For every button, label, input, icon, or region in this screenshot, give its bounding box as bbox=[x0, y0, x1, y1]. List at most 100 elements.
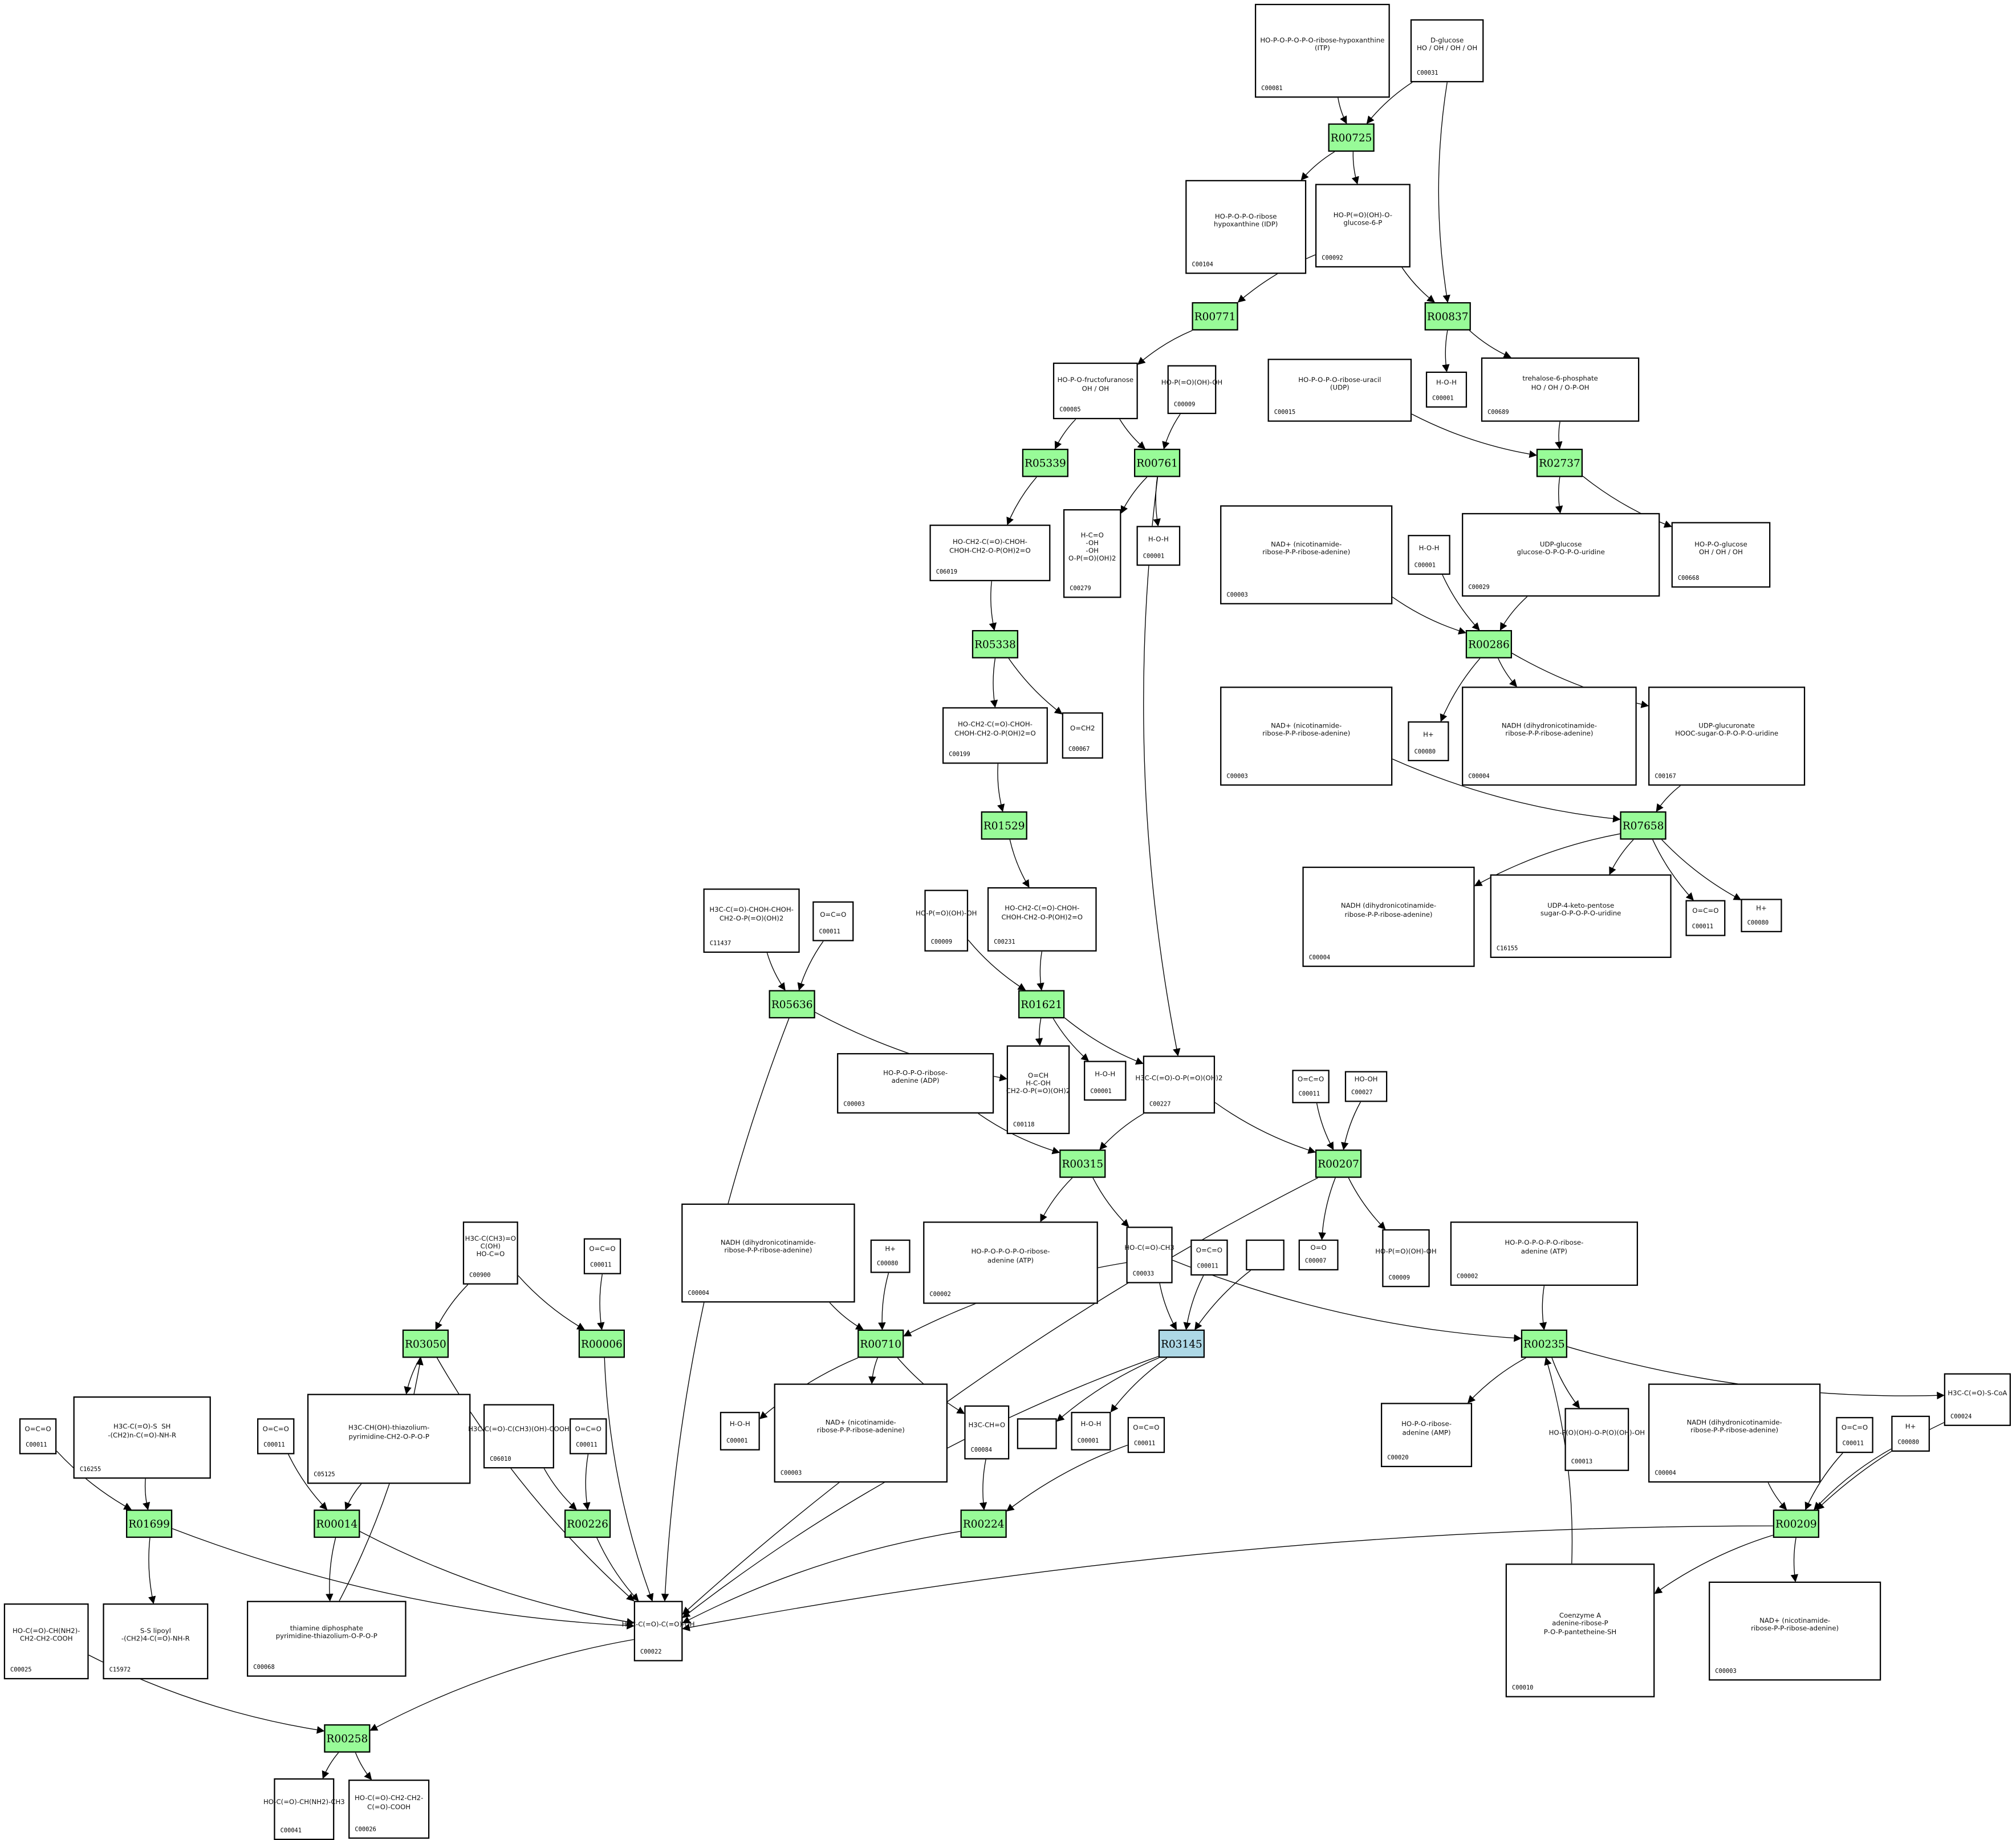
compound-node-c00167[interactable]: UDP-glucuronate HOOC-sugar-O-P-O-P-O-uri… bbox=[1648, 687, 1806, 786]
reaction-node-r00014[interactable]: R00014 bbox=[314, 1509, 360, 1538]
reaction-node-r00006[interactable]: R00006 bbox=[578, 1329, 625, 1358]
compound-node-c00003[interactable]: NAD+ (nicotinamide- ribose-P-P-ribose-ad… bbox=[1220, 505, 1393, 604]
reaction-node-r02737[interactable]: R02737 bbox=[1536, 449, 1583, 477]
reaction-node-r05339[interactable]: R05339 bbox=[1022, 449, 1068, 477]
reaction-node-r00235[interactable]: R00235 bbox=[1521, 1329, 1567, 1358]
compound-node-c00010[interactable]: Coenzyme A adenine-ribose-P P-O-P-pantet… bbox=[1505, 1563, 1655, 1697]
compound-id-label: C00015 bbox=[1274, 410, 1296, 417]
reaction-node-r00207[interactable]: R00207 bbox=[1315, 1150, 1362, 1178]
reaction-node-r00286[interactable]: R00286 bbox=[1465, 629, 1512, 659]
reaction-node-r00209[interactable]: R00209 bbox=[1773, 1509, 1819, 1538]
compound-node-c00080[interactable]: H+C00080 bbox=[1408, 721, 1449, 762]
reaction-node-r00725[interactable]: R00725 bbox=[1328, 123, 1375, 152]
compound-id-label: C00080 bbox=[1414, 749, 1436, 756]
compound-node-c00004[interactable]: NADH (dihydronicotinamide- ribose-P-P-ri… bbox=[1302, 866, 1475, 967]
reaction-node-r00258[interactable]: R00258 bbox=[324, 1724, 371, 1753]
compound-node-c00080[interactable]: H+C00080 bbox=[870, 1239, 911, 1273]
compound-node-c00004[interactable]: NADH (dihydronicotinamide- ribose-P-P-ri… bbox=[681, 1203, 855, 1303]
reaction-node-r00710[interactable]: R00710 bbox=[857, 1329, 904, 1358]
compound-node-c00080[interactable]: H+C00080 bbox=[1891, 1415, 1930, 1452]
reaction-node-r00224[interactable]: R00224 bbox=[960, 1509, 1007, 1538]
reaction-node-r03050[interactable]: R03050 bbox=[402, 1329, 449, 1358]
compound-node-c00104[interactable]: HO-P-O-P-O-ribose hypoxanthine (IDP)C001… bbox=[1185, 180, 1307, 274]
compound-node-c00003[interactable]: HO-P-O-P-O-ribose- adenine (ADP)C00003 bbox=[837, 1053, 994, 1114]
reaction-node-r00837[interactable]: R00837 bbox=[1424, 302, 1471, 331]
reaction-node-r05338[interactable]: R05338 bbox=[972, 629, 1019, 659]
reaction-node-r00226[interactable]: R00226 bbox=[564, 1509, 611, 1538]
compound-node-c00002[interactable]: HO-P-O-P-O-P-O-ribose- adenine (ATP)C000… bbox=[1450, 1221, 1638, 1286]
compound-node-c00004[interactable]: NADH (dihydronicotinamide- ribose-P-P-ri… bbox=[1648, 1383, 1821, 1483]
reaction-node-r00771[interactable]: R00771 bbox=[1192, 302, 1238, 331]
compound-node-c00003[interactable]: NAD+ (nicotinamide- ribose-P-P-ribose-ad… bbox=[1220, 687, 1393, 786]
compound-node-c00004[interactable]: NADH (dihydronicotinamide- ribose-P-P-ri… bbox=[1462, 687, 1637, 786]
compound-node-c00002[interactable]: HO-P-O-P-O-P-O-ribose- adenine (ATP)C000… bbox=[923, 1221, 1098, 1304]
compound-node-c05125[interactable]: H3C-CH(OH)-thiazolium- pyrimidine-CH2-O-… bbox=[307, 1394, 471, 1484]
compound-node-c00020[interactable]: HO-P-O-ribose- adenine (AMP)C00020 bbox=[1380, 1403, 1473, 1468]
compound-node-c00081[interactable]: HO-P-O-P-O-P-O-ribose-hypoxanthine (ITP)… bbox=[1254, 3, 1390, 98]
reaction-node-r05636[interactable]: R05636 bbox=[769, 990, 815, 1019]
reaction-node-r03145[interactable]: R03145 bbox=[1158, 1329, 1205, 1358]
reaction-node-r01529[interactable]: R01529 bbox=[981, 811, 1027, 840]
compound-node-c00080[interactable]: H+C00080 bbox=[1741, 899, 1782, 932]
reaction-node-r01621[interactable]: R01621 bbox=[1018, 990, 1065, 1019]
compound-node-c16155[interactable]: UDP-4-keto-pentose sugar-O-P-O-P-O-uridi… bbox=[1490, 874, 1672, 958]
compound-node-c00003[interactable]: NAD+ (nicotinamide- ribose-P-P-ribose-ad… bbox=[1709, 1581, 1881, 1681]
compound-node-empty[interactable] bbox=[1017, 1418, 1057, 1449]
reaction-node-r00315[interactable]: R00315 bbox=[1059, 1150, 1106, 1178]
reaction-node-r07658[interactable]: R07658 bbox=[1620, 811, 1667, 840]
compound-node-c00003[interactable]: NAD+ (nicotinamide- ribose-P-P-ribose-ad… bbox=[774, 1383, 948, 1483]
compound-node-c00015[interactable]: HO-P-O-P-O-ribose-uracil (UDP)C00015 bbox=[1267, 359, 1412, 422]
compound-node-c00068[interactable]: thiamine diphosphate pyrimidine-thiazoli… bbox=[246, 1601, 407, 1677]
reaction-node-r00761[interactable]: R00761 bbox=[1133, 449, 1181, 477]
compound-node-empty[interactable] bbox=[1246, 1239, 1285, 1271]
reaction-node-r01699[interactable]: R01699 bbox=[125, 1509, 173, 1538]
